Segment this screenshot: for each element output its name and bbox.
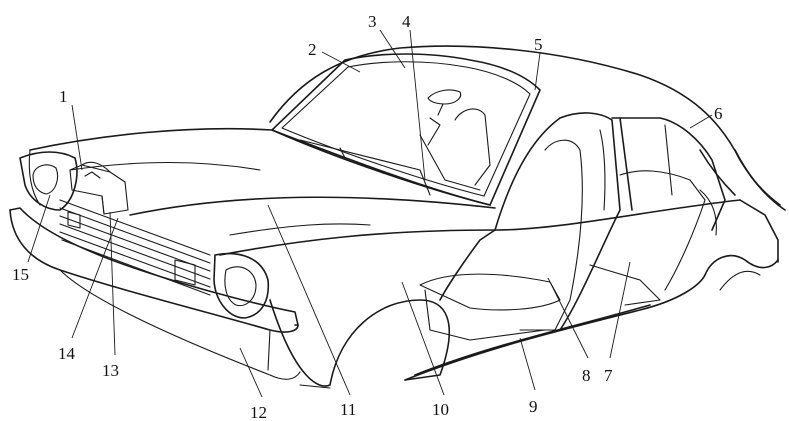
callout-10: 10 [432, 400, 449, 419]
leader-3 [379, 29, 406, 69]
callout-12: 12 [250, 403, 267, 421]
front-fender [219, 199, 741, 389]
roof-outline [269, 45, 786, 211]
battery-unit [69, 161, 129, 215]
leader-4 [409, 29, 426, 181]
callout-1: 1 [59, 87, 68, 106]
leader-8 [547, 277, 589, 359]
callout-15: 15 [12, 265, 29, 284]
door-openings [494, 112, 726, 331]
leader-9 [519, 337, 536, 391]
callout-2: 2 [308, 40, 317, 59]
callout-11: 11 [340, 400, 356, 419]
hood [28, 127, 496, 236]
callout-14: 14 [58, 344, 76, 363]
leader-11 [267, 204, 351, 396]
callout-9: 9 [529, 397, 538, 416]
leader-6 [689, 114, 713, 129]
callout-5: 5 [534, 35, 543, 54]
leader-5 [534, 52, 541, 91]
leader-7 [609, 261, 631, 359]
callout-7: 7 [604, 366, 613, 385]
leader-lines [27, 29, 713, 398]
windshield [271, 53, 541, 206]
callout-4: 4 [402, 12, 411, 31]
callout-3: 3 [368, 12, 377, 31]
front-seat-through-glass [419, 108, 491, 191]
leader-2 [321, 51, 361, 73]
leader-12 [239, 347, 263, 398]
leader-10 [401, 281, 445, 396]
callout-13: 13 [102, 361, 119, 380]
leader-1 [71, 104, 83, 171]
leader-15 [27, 194, 51, 263]
sill-rear [404, 199, 779, 381]
front-fascia [9, 151, 301, 380]
callout-8: 8 [582, 366, 591, 385]
leader-14 [71, 217, 119, 339]
seats [419, 139, 717, 341]
callout-labels: 1 2 3 4 5 6 7 8 9 10 11 12 13 14 15 [12, 12, 723, 421]
callout-6: 6 [714, 104, 723, 123]
